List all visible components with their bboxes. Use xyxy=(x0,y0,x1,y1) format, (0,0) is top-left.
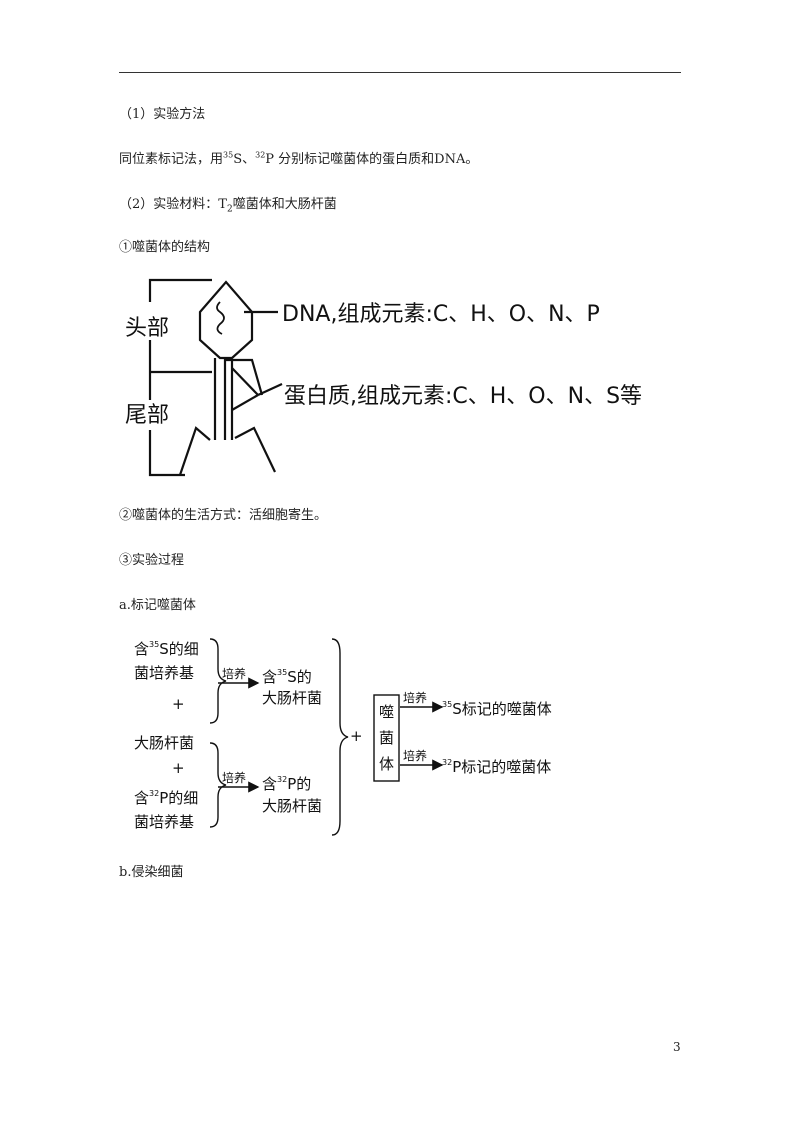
culture-label-1: 培养 xyxy=(222,666,246,681)
plus-3: + xyxy=(350,727,363,745)
item3-heading: ③实验过程 xyxy=(119,553,185,568)
item2-text: ②噬菌体的生活方式：活细胞寄生。 xyxy=(119,508,328,523)
header-rule xyxy=(119,72,681,73)
ecoli-label: 大肠杆菌 xyxy=(134,734,194,752)
head-label: 头部 xyxy=(125,316,169,341)
ecoli32-line2: 大肠杆菌 xyxy=(262,797,322,815)
section1-body: 同位素标记法，用35S、32P 分别标记噬菌体的蛋白质和DNA。 xyxy=(119,150,479,167)
result-32p: 32P标记的噬菌体 xyxy=(442,758,551,776)
section2-heading: （2）实验材料：T2噬菌体和大肠杆菌 xyxy=(119,197,337,215)
phage-box-char-3: 体 xyxy=(379,755,394,773)
section1-heading: （1）实验方法 xyxy=(119,107,206,122)
culture-label-4: 培养 xyxy=(403,748,427,763)
protein-label: 蛋白质,组成元素:C、H、O、N、S等 xyxy=(284,384,642,409)
phage-box-char-2: 菌 xyxy=(379,729,394,747)
plus-1: + xyxy=(172,695,185,713)
item1-heading: ①噬菌体的结构 xyxy=(119,240,211,255)
step-b-heading: b.侵染细菌 xyxy=(119,865,184,880)
medium32-line2: 菌培养基 xyxy=(134,813,194,831)
phage-box-char-1: 噬 xyxy=(379,703,394,721)
page-number: 3 xyxy=(673,1040,681,1054)
medium35-line2: 菌培养基 xyxy=(134,664,194,682)
ecoli32-line1: 含32P的 xyxy=(262,775,311,793)
medium32-line1: 含32P的细 xyxy=(134,789,198,807)
step-a-heading: a.标记噬菌体 xyxy=(119,598,196,613)
culture-label-2: 培养 xyxy=(222,770,246,785)
phage-structure-diagram: 头部 尾部 DNA,组成元素:C、H、O、N、P 蛋白质,组成元素:C、H、O、… xyxy=(125,278,642,477)
dna-label: DNA,组成元素:C、H、O、N、P xyxy=(282,302,600,327)
tail-label: 尾部 xyxy=(125,403,169,428)
ecoli35-line2: 大肠杆菌 xyxy=(262,689,322,707)
medium35-line1: 含35S的细 xyxy=(134,640,199,658)
plus-2: + xyxy=(172,759,185,777)
labeling-process-diagram: 含35S的细 菌培养基 + 大肠杆菌 + 含32P的细 菌培养基 培养 培养 含… xyxy=(134,638,552,836)
culture-label-3: 培养 xyxy=(403,690,427,705)
result-35s: 35S标记的噬菌体 xyxy=(442,700,552,718)
ecoli35-line1: 含35S的 xyxy=(262,668,312,686)
